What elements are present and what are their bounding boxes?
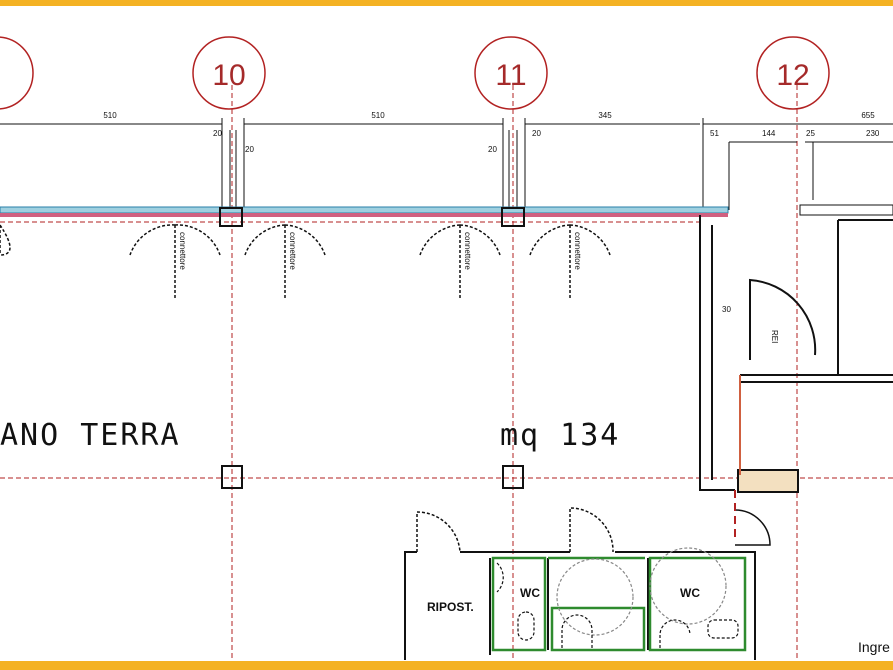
- dimension-label: 20: [532, 129, 541, 138]
- grid-axis-10: 10: [192, 36, 266, 110]
- column: [221, 465, 243, 489]
- grid-circle-9: [0, 36, 34, 110]
- grid-axis-12: 12: [756, 36, 830, 110]
- dimension-label: 20: [213, 129, 222, 138]
- dimension-label: 20: [488, 145, 497, 154]
- grid-lines: [0, 85, 893, 660]
- dimension-label: 30: [722, 305, 731, 314]
- frame-bottom: [0, 661, 893, 670]
- fire-door-label: REI: [770, 330, 779, 343]
- dimension-label: 144: [762, 129, 776, 138]
- grid-axis-11: 11: [474, 36, 548, 110]
- dimension-label: 230: [866, 129, 880, 138]
- grid-label: 10: [212, 59, 245, 92]
- door-label: connettore: [573, 232, 582, 270]
- room-label-wc: WC: [520, 586, 540, 600]
- door-label: connettore: [463, 232, 472, 270]
- dimension-label: 510: [371, 111, 385, 120]
- stair-core: [699, 215, 893, 546]
- room-label-ripostiglio: RIPOST.: [427, 600, 474, 614]
- room-name: ANO TERRA: [0, 418, 181, 453]
- wc-fixtures: [496, 547, 739, 648]
- entrance-label: Ingre: [858, 639, 890, 655]
- frame-top: [0, 0, 893, 6]
- dimension-label: 51: [710, 129, 719, 138]
- service-block: [404, 507, 756, 660]
- facade-wall: [0, 204, 893, 227]
- room-area: mq 134: [500, 418, 620, 453]
- grid-label: 11: [495, 59, 526, 92]
- dimension-label: 510: [103, 111, 117, 120]
- grid-label: 12: [776, 59, 809, 92]
- column: [502, 465, 524, 489]
- dimension-label: 655: [861, 111, 875, 120]
- facade-doors: [0, 224, 611, 300]
- door-label: connettore: [178, 232, 187, 270]
- dimension-label: 25: [806, 129, 815, 138]
- wc-walls: [491, 556, 747, 652]
- dimension-label: 345: [598, 111, 612, 120]
- door-label: connettore: [288, 232, 297, 270]
- dimension-label: 20: [245, 145, 254, 154]
- room-label-wc: WC: [680, 586, 700, 600]
- dimension-lines: [0, 118, 893, 215]
